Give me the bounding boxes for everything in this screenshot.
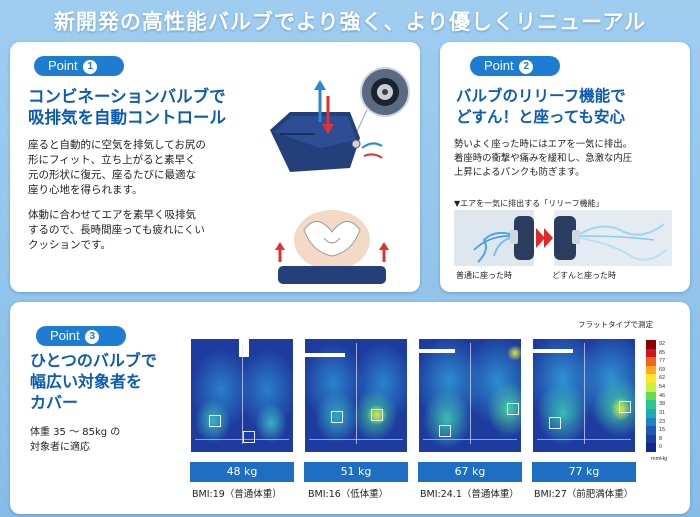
normal-sit-photo [454, 210, 534, 266]
point2-p-line: 勢いよく座った時にはエアを一気に排出。 [454, 139, 632, 150]
legend-color-cell [646, 400, 656, 410]
heavy-sit-photo [554, 210, 672, 266]
legend-color-cell [646, 443, 656, 453]
legend-color-cell [646, 365, 656, 375]
point2-badge-label: Point [484, 58, 514, 73]
point2-title-line2: どすん！と座っても安心 [456, 108, 625, 126]
weight-label-1: 48 kg [190, 462, 294, 482]
point1-paragraph2: 体動に合わせてエアを素早く吸排気 するので、長時間座っても疲れにくい クッション… [28, 208, 258, 253]
legend-tick-label: 54 [659, 384, 666, 391]
pressure-map-3 [418, 338, 522, 453]
pelvis-seating-illustration [275, 210, 389, 284]
weight-label-2: 51 kg [304, 462, 408, 482]
point1-p2-line: するので、長時間座っても疲れにくい [28, 224, 205, 236]
point1-p2-line: 体動に合わせてエアを素早く吸排気 [28, 209, 196, 221]
legend-tick-label: 15 [659, 427, 666, 434]
weight-label-4: 77 kg [532, 462, 636, 482]
legend-color-cell [646, 348, 656, 358]
point1-p1-line: 座ると自動的に空気を排気してお尻の [28, 139, 206, 151]
point3-title: ひとつのバルブで 幅広い対象者を カバー [30, 350, 157, 413]
legend-tick-label: 0 [659, 444, 663, 451]
legend-color-cell [646, 340, 656, 350]
bmi-label-4: BMI:27（前肥満体重） [534, 489, 634, 500]
bmi-label-2: BMI:16（低体重） [308, 489, 389, 500]
point3-title-line2: 幅広い対象者を [30, 372, 143, 391]
bmi-label-1: BMI:19（普通体重） [192, 489, 282, 500]
point2-title-line1: バルブのリリーフ機能で [456, 87, 626, 105]
point1-badge-number: 1 [83, 60, 98, 74]
legend-tick-label: 31 [659, 409, 666, 416]
legend-tick-label: 69 [659, 366, 666, 373]
point3-badge: Point 3 [36, 326, 126, 346]
legend-tick-label: 92 [659, 341, 666, 347]
heavy-sit-caption: どすんと座った時 [552, 271, 616, 280]
legend-tick-label: 77 [659, 358, 666, 365]
point1-p1-line: 座り心地を得られます。 [28, 184, 143, 196]
point1-title: コンビネーションバルブで 吸排気を自動コントロール [28, 86, 226, 128]
legend-tick-label: 23 [659, 418, 666, 425]
legend-color-cell [646, 434, 656, 444]
legend-color-cell [646, 374, 656, 384]
relief-arrow-icon [536, 228, 553, 248]
pressure-legend-unit: mmHg [651, 456, 668, 462]
point2-badge: Point 2 [470, 56, 560, 76]
point2-paragraph: 勢いよく座った時にはエアを一気に排出。 着座時の衝撃や痛みを緩和し、急激な内圧 … [454, 138, 686, 180]
legend-color-cell [646, 426, 656, 436]
weight-label-3: 67 kg [418, 462, 522, 482]
point2-p-line: 上昇によるパンクも防ぎます。 [454, 167, 585, 178]
point3-badge-number: 3 [85, 330, 100, 344]
point1-badge: Point 1 [34, 56, 124, 76]
legend-color-cell [646, 408, 656, 419]
flat-type-note: フラットタイプで測定 [578, 320, 653, 329]
normal-sit-caption: 普通に座った時 [456, 271, 512, 280]
point1-p2-line: クッションです。 [28, 239, 111, 251]
point1-card: Point 1 コンビネーションバルブで 吸排気を自動コントロール 座ると自動的… [10, 42, 420, 292]
point3-title-line3: カバー [30, 393, 79, 412]
point1-p1-line: 形にフィット、立ち上がると素早く [28, 154, 196, 166]
pressure-map-4 [532, 338, 636, 453]
point3-badge-label: Point [50, 328, 80, 343]
legend-color-cell [646, 417, 656, 427]
legend-tick-label: 62 [659, 375, 666, 382]
point1-title-line2: 吸排気を自動コントロール [28, 108, 226, 127]
page-headline: 新開発の高性能バルブでより強く、より優しくリニューアル [53, 10, 647, 34]
point1-p1-line: 元の形状に復元、座るたびに最適な [28, 169, 196, 181]
bmi-label-3: BMI:24.1（普通体重） [420, 489, 519, 500]
point2-badge-number: 2 [519, 60, 534, 74]
legend-color-cell [646, 391, 656, 401]
legend-tick-label: 8 [659, 435, 663, 442]
legend-color-cell [646, 383, 656, 393]
point3-p-line: 対象者に適応 [30, 442, 90, 453]
point2-p-line: 着座時の衝撃や痛みを緩和し、急激な内圧 [454, 153, 633, 164]
pressure-map-1 [190, 338, 294, 453]
pressure-map-2 [304, 338, 408, 453]
relief-function-caption: ▼エアを一気に排出する「リリーフ機能」 [454, 199, 604, 208]
legend-color-cell [646, 357, 656, 367]
legend-tick-label: 85 [659, 349, 666, 356]
point1-badge-label: Point [48, 58, 78, 73]
point3-paragraph: 体重 35 ～ 85kg の 対象者に適応 [30, 425, 120, 455]
legend-tick-label: 46 [659, 392, 666, 399]
point2-title: バルブのリリーフ機能で どすん！と座っても安心 [456, 86, 626, 128]
point3-p-line: 体重 35 ～ 85kg の [30, 427, 121, 438]
point1-title-line1: コンビネーションバルブで [28, 87, 226, 106]
point3-title-line1: ひとつのバルブで [30, 351, 157, 370]
pressure-legend-bar [646, 340, 656, 453]
cushion-valve-illustration [270, 67, 410, 172]
point1-paragraph1: 座ると自動的に空気を排気してお尻の 形にフィット、立ち上がると素早く 元の形状に… [28, 138, 258, 198]
legend-tick-label: 38 [659, 401, 666, 408]
point2-card: Point 2 バルブのリリーフ機能で どすん！と座っても安心 勢いよく座った時… [440, 42, 690, 292]
